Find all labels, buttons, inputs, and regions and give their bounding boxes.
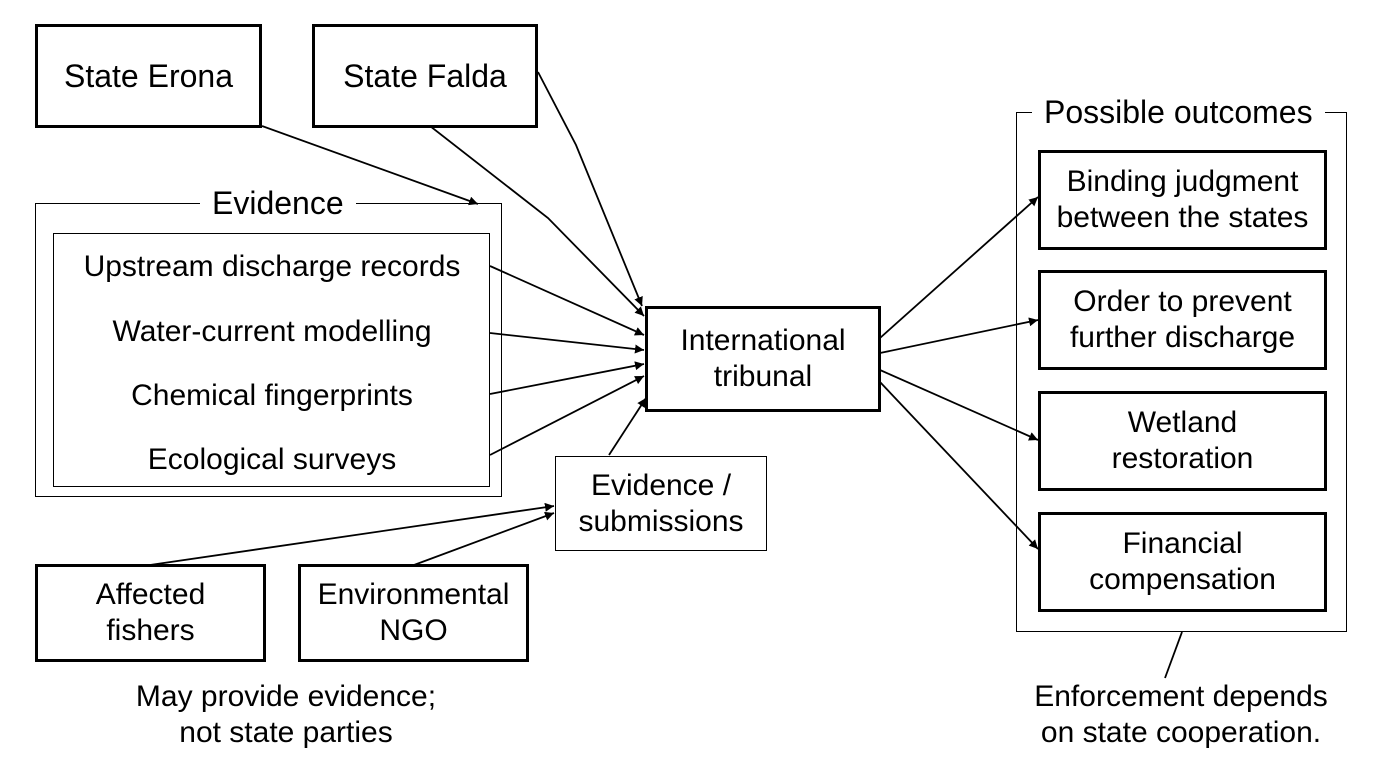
outcome-financial-compensation: Financial compensation bbox=[1038, 512, 1327, 612]
outcome-binding-judgment: Binding judgment between the states bbox=[1038, 150, 1327, 250]
state-erona-box: State Erona bbox=[35, 24, 262, 128]
outcome-wetland-restoration: Wetland restoration bbox=[1038, 391, 1327, 491]
evidence-item-chemical-fingerprints: Chemical fingerprints bbox=[131, 379, 413, 412]
outcome-wetland-restoration-line2: restoration bbox=[1111, 442, 1254, 475]
arrow-current-modelling-to-tribunal bbox=[489, 332, 645, 354]
state-falda-box: State Falda bbox=[312, 24, 538, 128]
arrow-tribunal-to-restoration bbox=[879, 369, 1039, 441]
arrow-discharge-records-to-tribunal bbox=[489, 265, 645, 336]
submissions-box: Evidence / submissions bbox=[555, 456, 767, 551]
arrow-ecological-surveys-to-tribunal bbox=[489, 375, 645, 456]
outcome-prevent-discharge: Order to prevent further discharge bbox=[1038, 270, 1327, 370]
arrow-tribunal-to-compensation bbox=[879, 381, 1039, 550]
arrow-fingerprints-to-tribunal bbox=[489, 361, 645, 395]
outcome-financial-compensation-line2: compensation bbox=[1089, 563, 1276, 596]
arrow-erona-to-evidence bbox=[261, 125, 479, 206]
arrow-tribunal-to-prevent-order bbox=[879, 317, 1039, 354]
outcome-prevent-discharge-line1: Order to prevent bbox=[1073, 285, 1292, 318]
evidence-list-box: Upstream discharge records Water-current… bbox=[53, 233, 490, 487]
arrow-fishers-to-submissions bbox=[149, 502, 555, 566]
tribunal-box: International tribunal bbox=[645, 306, 881, 412]
enforcement-note-line2: on state cooperation. bbox=[1040, 716, 1322, 749]
fishers-label-line1: Affected bbox=[95, 578, 206, 611]
outcome-wetland-restoration-line1: Wetland bbox=[1127, 406, 1238, 439]
evidence-item-ecological-surveys: Ecological surveys bbox=[147, 443, 397, 476]
arrow-falda-to-tribunal-right bbox=[537, 71, 643, 307]
arrow-tribunal-to-binding-judgment bbox=[879, 196, 1039, 339]
ngo-label-line1: Environmental bbox=[317, 578, 510, 611]
ngo-label-line2: NGO bbox=[379, 614, 448, 647]
outcome-prevent-discharge-line2: further discharge bbox=[1069, 321, 1296, 354]
submissions-label-line1: Evidence / bbox=[590, 468, 732, 502]
state-erona-label: State Erona bbox=[64, 57, 233, 94]
fishers-label-line2: fishers bbox=[106, 614, 195, 647]
arrow-ngo-to-submissions bbox=[413, 511, 555, 566]
state-falda-label: State Falda bbox=[343, 57, 507, 94]
outcomes-group-title: Possible outcomes bbox=[1032, 96, 1325, 128]
tribunal-label-line2: tribunal bbox=[713, 360, 813, 393]
outcome-financial-compensation-line1: Financial bbox=[1122, 527, 1243, 560]
enforcement-note-line1: Enforcement depends bbox=[1034, 680, 1328, 713]
outcome-binding-judgment-line1: Binding judgment bbox=[1066, 165, 1299, 198]
outcome-binding-judgment-line2: between the states bbox=[1056, 201, 1309, 234]
non-state-note-line2: not state parties bbox=[179, 716, 393, 749]
non-state-note: May provide evidence; not state parties bbox=[86, 679, 486, 751]
arrow-falda-to-tribunal-left bbox=[429, 125, 645, 317]
evidence-group-title: Evidence bbox=[200, 187, 356, 219]
enforcement-note: Enforcement depends on state cooperation… bbox=[1001, 679, 1361, 751]
non-state-note-line1: May provide evidence; bbox=[135, 680, 437, 713]
evidence-item-discharge-records: Upstream discharge records bbox=[83, 250, 461, 283]
evidence-item-current-modelling: Water-current modelling bbox=[112, 315, 432, 348]
submissions-label-line2: submissions bbox=[578, 504, 744, 538]
environmental-ngo-box: Environmental NGO bbox=[298, 564, 529, 662]
tribunal-label-line1: International bbox=[680, 324, 846, 357]
enforcement-note-leader bbox=[1164, 631, 1183, 679]
arrow-submissions-to-tribunal bbox=[608, 397, 647, 456]
affected-fishers-box: Affected fishers bbox=[35, 564, 266, 662]
